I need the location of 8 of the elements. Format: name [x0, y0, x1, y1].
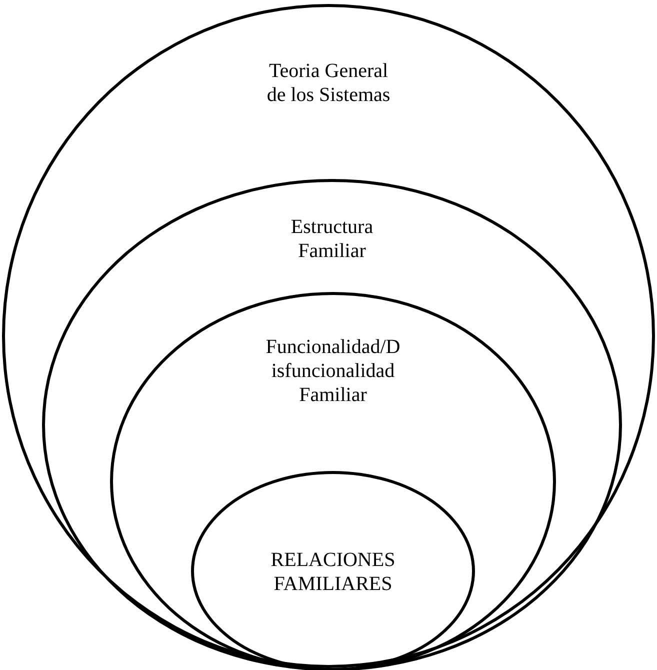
- nested-circle: [110, 292, 556, 670]
- nested-circle: [2, 4, 655, 668]
- circle-label: Funcionalidad/D isfuncionalidad Familiar: [264, 335, 402, 407]
- circle-label: Estructura Familiar: [290, 215, 374, 263]
- circle-label: Teoria General de los Sistemas: [266, 59, 392, 107]
- circle-label: RELACIONES FAMILIARES: [270, 548, 396, 596]
- nested-circle: [191, 471, 475, 670]
- nested-circle: [42, 179, 622, 670]
